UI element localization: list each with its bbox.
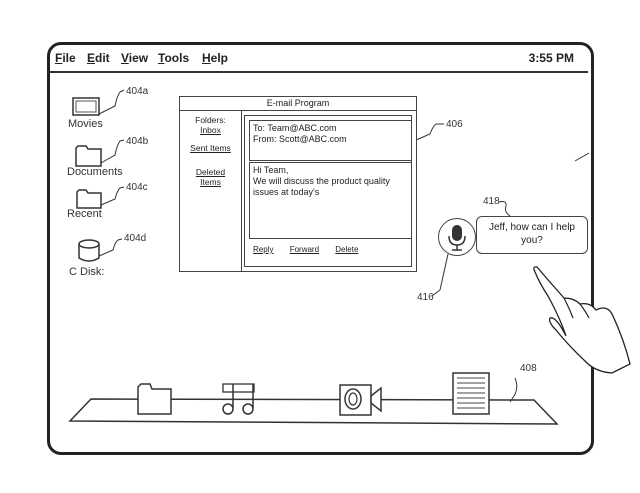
ref-408: 408	[520, 363, 537, 374]
menu-help[interactable]: Help	[202, 51, 229, 65]
ref-418: 418	[483, 196, 500, 207]
assistant-speech-bubble: Jeff, how can I help you?	[476, 216, 588, 254]
desktop-label-c-disk[interactable]: C Disk:	[69, 266, 105, 278]
menu-tools[interactable]: Tools	[158, 51, 190, 65]
dock-folder-icon[interactable]	[137, 383, 172, 415]
reply-button[interactable]: Reply	[253, 245, 274, 254]
ref-leader-406	[415, 123, 444, 141]
dock	[68, 377, 559, 425]
folder-sent-items[interactable]: Sent Items	[190, 143, 231, 153]
voice-assistant-button[interactable]	[438, 218, 476, 256]
folder-icon-documents[interactable]	[75, 145, 102, 167]
ref-416: 416	[417, 292, 434, 303]
email-to: To: Team@ABC.com	[253, 123, 337, 133]
microphone-icon	[448, 225, 466, 251]
folder-icon-recent[interactable]	[76, 189, 102, 209]
folder-inbox[interactable]: Inbox	[200, 125, 221, 135]
menu-view[interactable]: View	[121, 51, 149, 65]
disk-icon[interactable]	[78, 239, 100, 262]
desktop-label-movies[interactable]: Movies	[68, 118, 103, 130]
ref-leader-404b	[100, 139, 125, 164]
email-from: From: Scott@ABC.com	[253, 134, 347, 144]
ref-leader-418	[498, 201, 511, 217]
delete-button[interactable]: Delete	[335, 245, 359, 254]
menu-edit[interactable]: Edit	[87, 51, 110, 65]
folders-label: Folders:	[195, 115, 226, 125]
desktop-label-documents[interactable]: Documents	[67, 166, 123, 178]
email-header: To: Team@ABC.com From: Scott@ABC.com	[249, 120, 412, 161]
ref-404b: 404b	[126, 136, 149, 147]
ref-leader-408	[509, 377, 518, 403]
hand-gesture-icon	[533, 266, 631, 374]
ref-406: 406	[446, 119, 463, 130]
ref-404a: 404a	[126, 86, 149, 97]
ref-leader-screen	[574, 152, 590, 162]
dock-music-icon[interactable]	[222, 383, 255, 415]
movie-icon[interactable]	[72, 97, 100, 116]
email-actions: Reply Forward Delete	[253, 245, 372, 254]
email-window-title: E-mail Program	[180, 97, 416, 111]
dock-document-icon[interactable]	[452, 372, 490, 415]
email-window: E-mail Program Folders: Inbox Sent Items…	[179, 96, 417, 272]
ref-leader-404d	[98, 238, 123, 257]
ref-404c: 404c	[126, 182, 148, 193]
ref-leader-416	[431, 253, 449, 297]
desktop-label-recent[interactable]: Recent	[67, 208, 102, 220]
forward-button[interactable]: Forward	[289, 245, 320, 254]
email-reading-pane: To: Team@ABC.com From: Scott@ABC.com Hi …	[244, 115, 412, 267]
email-body[interactable]: Hi Team, We will discuss the product qua…	[249, 162, 412, 239]
clock: 3:55 PM	[528, 51, 574, 65]
ref-404d: 404d	[124, 233, 147, 244]
ref-leader-404a	[98, 89, 125, 115]
dock-camera-icon[interactable]	[339, 384, 382, 416]
ref-leader-404c	[100, 186, 125, 206]
menu-bar: File Edit View Tools Help 3:55 PM	[50, 45, 588, 73]
menu-file[interactable]: File	[55, 51, 76, 65]
